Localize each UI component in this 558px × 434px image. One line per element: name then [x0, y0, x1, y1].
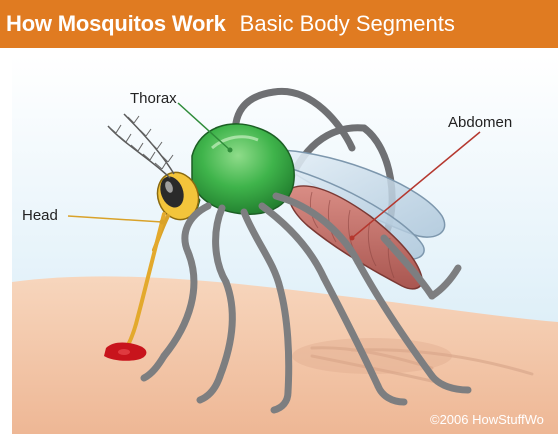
copyright-text: ©2006 HowStuffWo [430, 412, 544, 427]
blood-highlight [118, 349, 130, 355]
label-head: Head [22, 207, 58, 224]
title-banner: How Mosquitos Work Basic Body Segments [0, 0, 558, 48]
title-subtitle: Basic Body Segments [240, 11, 455, 37]
mosquito-illustration: Thorax Abdomen Head ©2006 HowStuffWo [12, 56, 558, 434]
title-main: How Mosquitos Work [6, 11, 226, 37]
thorax-leader-dot [228, 148, 233, 153]
head-leader-dot [160, 220, 165, 225]
abdomen-leader-dot [350, 236, 355, 241]
label-abdomen: Abdomen [448, 114, 512, 131]
label-thorax: Thorax [130, 90, 177, 107]
